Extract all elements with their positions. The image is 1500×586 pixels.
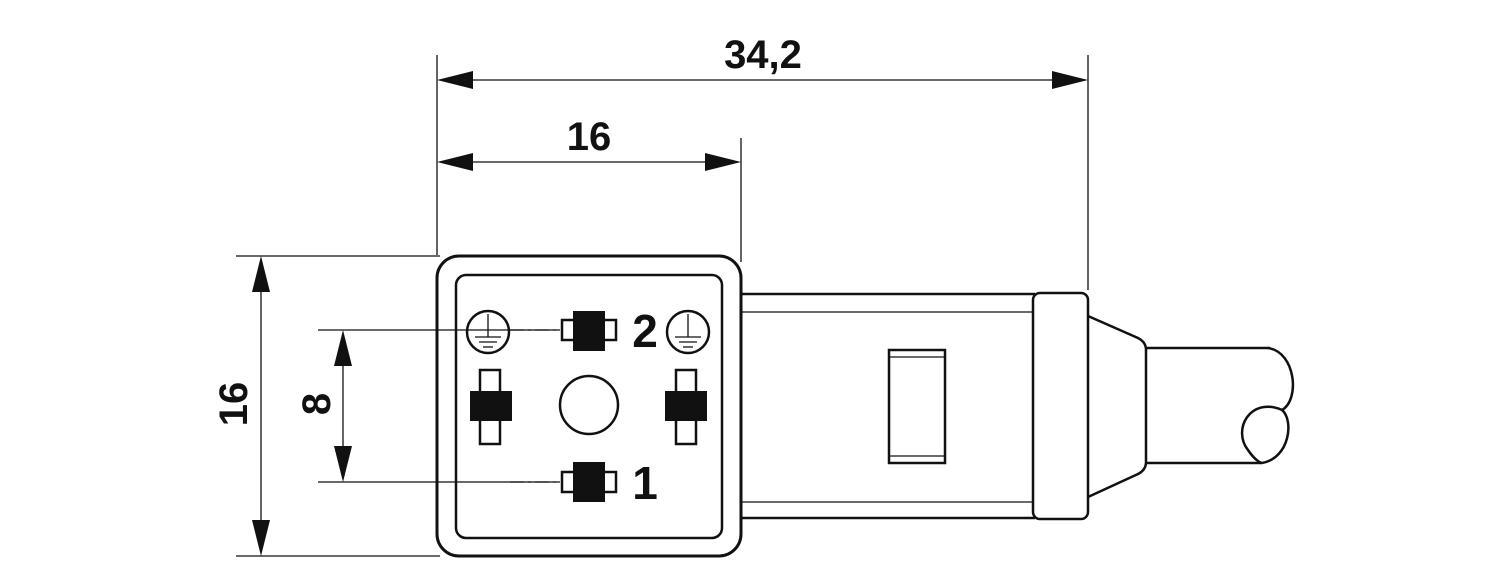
dimension-label-pin-spacing: 8: [295, 393, 339, 415]
pin-centerlines: [510, 329, 560, 483]
pin-1-contact: [560, 462, 618, 502]
center-coding-hole: [558, 374, 620, 436]
dimension-label-housing-height: 16: [212, 382, 256, 427]
strain-relief: [1087, 314, 1148, 499]
cable-gland-nut: [1031, 291, 1090, 521]
dimension-label-housing-width: 16: [567, 115, 612, 159]
pin-1-label: 1: [632, 457, 658, 509]
pin-2-label: 2: [632, 305, 658, 357]
ground-contact-left: [470, 368, 512, 446]
cable: [1146, 346, 1295, 465]
ground-symbol-right-icon: [665, 309, 711, 355]
connector-housing: [435, 254, 743, 558]
extension-lines: [236, 55, 1089, 557]
dimension-label-overall-length: 34,2: [724, 33, 802, 77]
ground-contact-right: [665, 368, 707, 446]
dimension-housing-height: 16: [212, 256, 270, 556]
dimension-overall-length: 34,2: [437, 33, 1088, 89]
pin-2-contact: [560, 311, 618, 351]
connector-body: [741, 292, 1035, 520]
dimension-pin-spacing: 8: [295, 330, 352, 482]
body-window: [887, 348, 947, 465]
ground-symbol-left-icon: [465, 309, 511, 355]
dimension-housing-width: 16: [437, 115, 741, 171]
